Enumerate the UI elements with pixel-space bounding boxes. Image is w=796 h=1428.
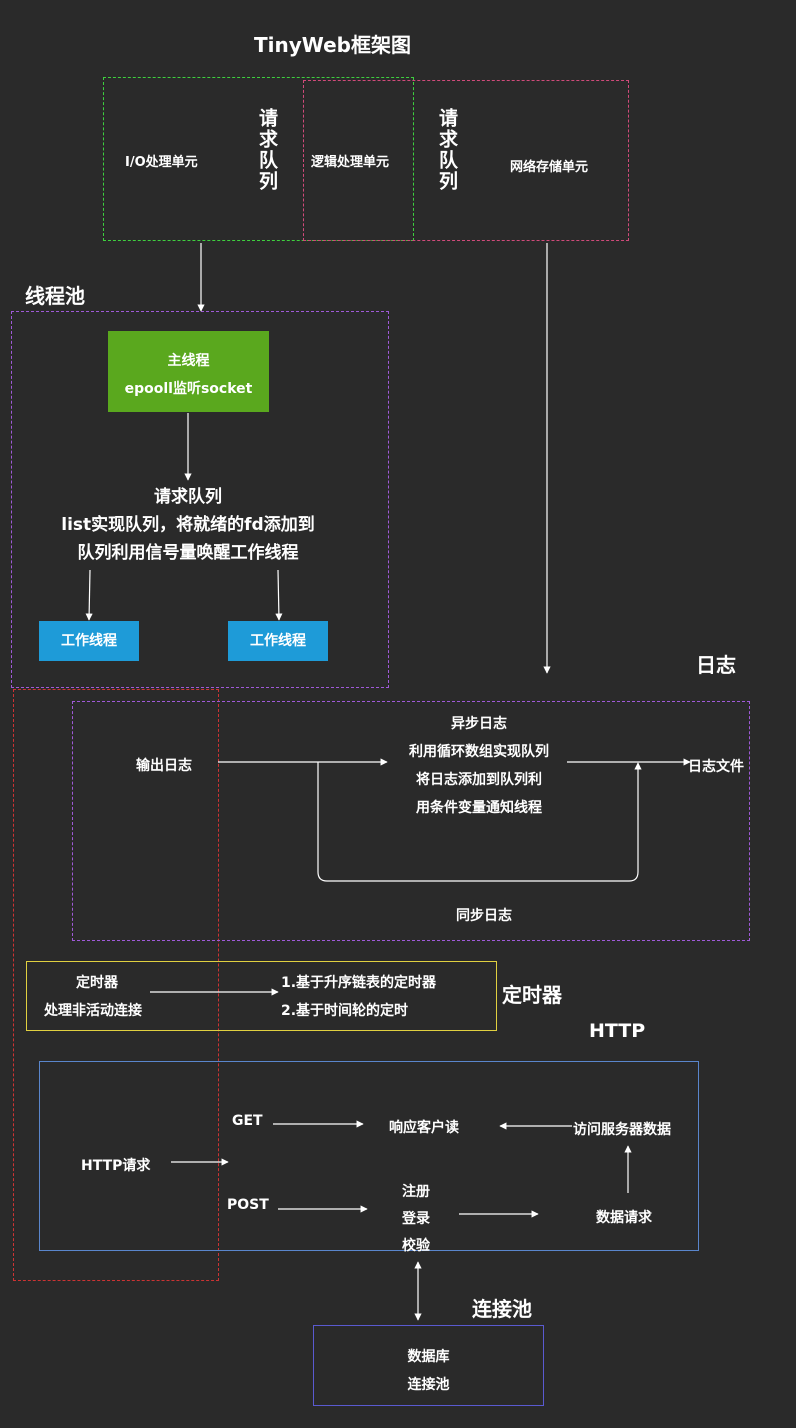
log-file-label: 日志文件 bbox=[688, 759, 744, 775]
main-thread-box: 主线程 epooll监听socket bbox=[108, 331, 269, 412]
pool-section-title: 连接池 bbox=[472, 1297, 532, 1321]
timer-left-desc: 处理非活动连接 bbox=[44, 1003, 142, 1019]
main-thread-label: 主线程 bbox=[167, 353, 210, 369]
http-box bbox=[39, 1061, 699, 1251]
async-log-title: 异步日志 bbox=[451, 716, 507, 732]
main-thread-epoll-label: epooll监听socket bbox=[124, 381, 253, 397]
request-queue-line2: list实现队列，将就绪的fd添加到 bbox=[61, 515, 315, 535]
worker-thread-box-2: 工作线程 bbox=[228, 621, 328, 661]
arrow-queue-to-worker-1 bbox=[85, 569, 93, 621]
async-log-line2: 利用循环数组实现队列 bbox=[409, 744, 549, 760]
request-queue-vertical-2: 请求队列 bbox=[436, 108, 458, 192]
output-log-label: 输出日志 bbox=[136, 758, 192, 774]
logic-unit-label: 逻辑处理单元 bbox=[311, 155, 390, 170]
timer-option-2: 2.基于时间轮的定时 bbox=[281, 1003, 409, 1019]
verify-label: 校验 bbox=[402, 1238, 430, 1254]
io-logic-dashed-box bbox=[103, 77, 414, 241]
request-queue-description: 请求队列 list实现队列，将就绪的fd添加到 队列利用信号量唤醒工作线程 bbox=[20, 483, 356, 567]
timer-option-1: 1.基于升序链表的定时器 bbox=[281, 975, 437, 991]
log-dashed-box bbox=[72, 701, 750, 941]
http-request-label: HTTP请求 bbox=[81, 1158, 151, 1174]
db-pool-line1: 数据库 bbox=[407, 1349, 450, 1365]
worker-thread-label-1: 工作线程 bbox=[61, 633, 117, 649]
post-label: POST bbox=[227, 1197, 269, 1213]
red-dashed-region bbox=[13, 689, 219, 1281]
arrow-queue-to-worker-2 bbox=[275, 569, 283, 621]
async-log-description: 异步日志 利用循环数组实现队列 将日志添加到队列利 用条件变量通知线程 bbox=[380, 710, 578, 822]
register-label: 注册 bbox=[402, 1184, 430, 1200]
net-storage-unit-label: 网络存储单元 bbox=[510, 160, 589, 175]
request-queue-vertical-1: 请求队列 bbox=[256, 108, 278, 192]
timer-section-title: 定时器 bbox=[502, 983, 562, 1007]
login-label: 登录 bbox=[402, 1211, 430, 1227]
timer-left-title: 定时器 bbox=[76, 975, 118, 991]
page-title: TinyWeb框架图 bbox=[254, 33, 412, 57]
sync-log-label: 同步日志 bbox=[456, 908, 512, 924]
get-label: GET bbox=[232, 1113, 263, 1129]
db-pool-line2: 连接池 bbox=[407, 1377, 450, 1393]
async-log-line4: 用条件变量通知线程 bbox=[416, 800, 542, 816]
arrow-sync-loop bbox=[317, 762, 642, 882]
http-section-title: HTTP bbox=[589, 1020, 646, 1042]
logic-storage-dashed-box bbox=[303, 80, 629, 241]
log-section-title: 日志 bbox=[696, 653, 736, 677]
respond-client-label: 响应客户读 bbox=[389, 1120, 459, 1136]
async-log-line3: 将日志添加到队列利 bbox=[416, 772, 542, 788]
request-queue-title: 请求队列 bbox=[154, 487, 222, 507]
threadpool-section-title: 线程池 bbox=[25, 284, 85, 308]
io-unit-label: I/O处理单元 bbox=[125, 155, 198, 170]
worker-thread-box-1: 工作线程 bbox=[39, 621, 139, 661]
db-pool-box: 数据库 连接池 bbox=[313, 1325, 544, 1406]
data-request-label: 数据请求 bbox=[596, 1210, 652, 1226]
worker-thread-label-2: 工作线程 bbox=[250, 633, 306, 649]
access-server-data-label: 访问服务器数据 bbox=[573, 1122, 671, 1138]
timer-box bbox=[26, 961, 497, 1031]
request-queue-line3: 队列利用信号量唤醒工作线程 bbox=[77, 543, 299, 563]
